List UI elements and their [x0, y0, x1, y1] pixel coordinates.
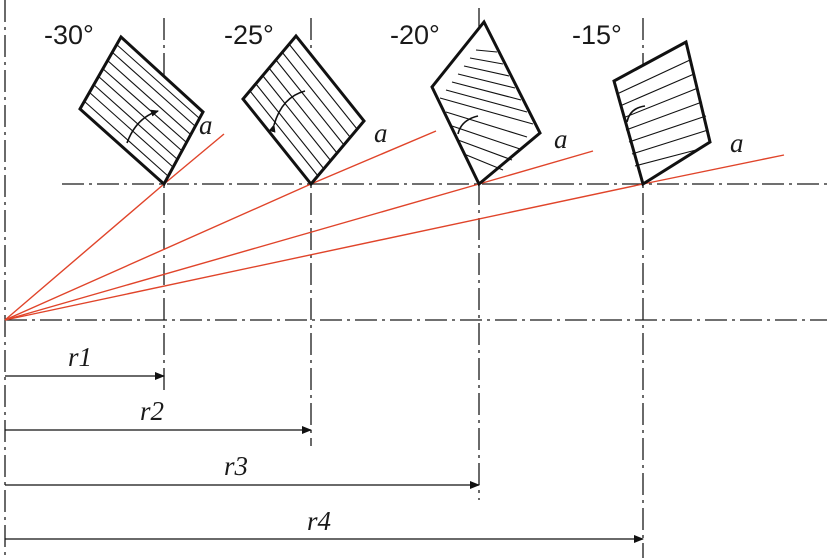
tool-insert-4: [612, 39, 712, 187]
radius-label-r1: r1: [68, 342, 92, 372]
radius-label-r2: r2: [140, 396, 164, 426]
angle-label-1: -30°: [44, 20, 94, 50]
edge-label-2: a: [374, 118, 388, 148]
radius-label-r3: r3: [224, 451, 248, 481]
ray-3: [4, 183, 480, 321]
angle-label-4: -15°: [572, 20, 622, 50]
edge-label-4: a: [730, 128, 744, 158]
rake-line-3: [478, 150, 594, 185]
rake-line-1: [163, 133, 225, 185]
ray-1: [4, 183, 165, 321]
angle-label-2: -25°: [224, 20, 274, 50]
radius-label-r4: r4: [307, 506, 331, 536]
ray-4: [4, 183, 644, 321]
edge-label-1: a: [199, 110, 213, 140]
tool-insert-1: [78, 34, 205, 187]
ray-2: [4, 183, 312, 321]
rake-line-2: [310, 130, 437, 185]
tool-insert-2: [241, 33, 366, 187]
angle-label-3: -20°: [390, 20, 440, 50]
rake-line-4: [642, 154, 785, 185]
edge-label-3: a: [554, 124, 568, 154]
tool-insert-3: [430, 19, 542, 187]
